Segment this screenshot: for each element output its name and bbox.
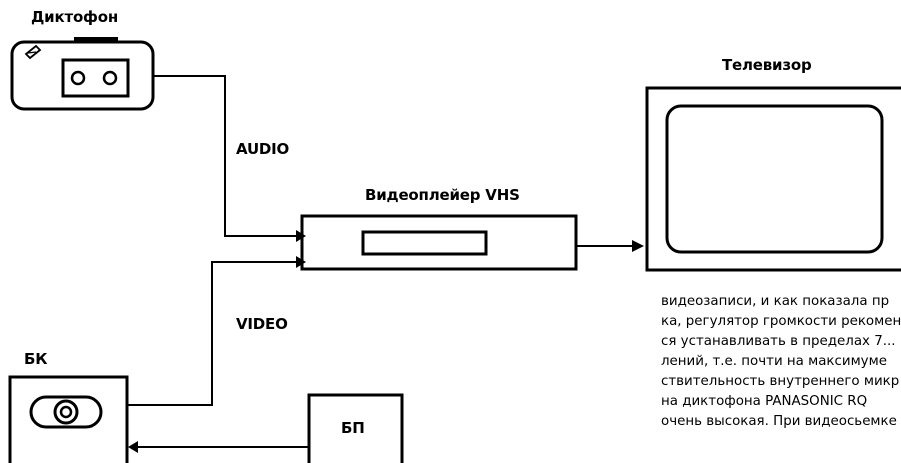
power-label: БП [341,419,365,437]
power-arrow [128,441,138,453]
dictaphone-label: Диктофон [31,8,119,26]
paragraph-line: ствительность внутреннего микр [661,374,900,389]
paragraph-line: ся устанавливать в пределах 7... [661,334,896,349]
paragraph-line: лений, т.е. почти на максимуме [661,354,887,369]
body-paragraph: видеозаписи, и как показала пр ка, регул… [661,292,901,432]
vcr-label: Видеоплейер VHS [365,186,520,204]
audio-label: AUDIO [236,140,290,158]
camera-device [8,375,129,463]
audio-wire [153,75,296,237]
tv-device [645,86,901,272]
dictaphone-device [10,37,155,111]
paragraph-line: очень высокая. При видеосьемке [661,414,897,429]
vcr-tv-arrow [632,240,644,252]
tv-label: Телевизор [722,56,812,74]
video-arrow [296,256,306,268]
paragraph-line: на диктофона PANASONIC RQ [661,394,868,409]
paragraph-line: ка, регулятор громкости рекомен [661,314,901,329]
power-supply-device [307,393,404,463]
camera-label: БК [24,350,48,368]
paragraph-line: видеозаписи, и как показала пр [661,294,890,309]
video-wire [127,261,296,406]
vcr-device [300,214,578,271]
video-label: VIDEO [236,315,288,333]
